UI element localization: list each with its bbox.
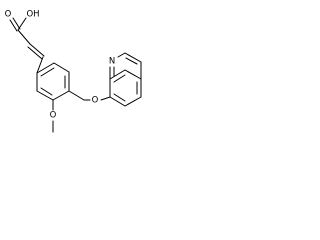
bond-ring-1: [36, 62, 55, 74]
atom-label-ether-oxygen: O: [92, 96, 99, 106]
quinoline-system: [109, 52, 142, 107]
bond-q-pyr-2: [117, 52, 126, 58]
benzene-ring: [36, 62, 70, 101]
bond-ring-4: [52, 90, 70, 101]
bond-carboxyl-c-oh: [17, 17, 27, 31]
bond-ring-2: [53, 62, 70, 73]
bond-q-pyr-3: [124, 52, 142, 63]
atom-label-methoxy-oxygen: O: [50, 111, 57, 121]
bond-carboxyl-to-alkene: [17, 29, 31, 45]
bond-alkene-b: [27, 46, 43, 60]
atom-label-carbonyl-oxygen: O: [5, 10, 12, 20]
atom-label-quinoline-nitrogen: N: [109, 57, 115, 67]
bond-q-benzo-3: [124, 69, 142, 80]
bond-q-benzo-6: [109, 96, 126, 107]
bond-q-benzo-2: [109, 69, 126, 80]
atom-label-hydroxyl: OH: [26, 10, 39, 20]
bond-carbonyl-double-a: [9, 19, 18, 32]
bond-o-to-quinoline: [100, 96, 111, 101]
bond-q-benzo-inner-c: [113, 93, 126, 102]
bond-q-benzo-inner-a: [113, 74, 126, 83]
bond-ring-to-ch2: [68, 90, 85, 101]
bond-carbonyl-double-b: [12, 17, 21, 30]
bond-alkene-a: [29, 43, 45, 57]
bond-q-pyr-3-inner: [125, 57, 138, 65]
bond-ring-inner-c: [40, 87, 53, 96]
bond-ring-5: [36, 90, 54, 101]
chemical-structure-diagram: O OH O O N: [5, 10, 142, 133]
methylene-ether-linker: [68, 90, 111, 101]
bond-ring-inner-a: [40, 67, 55, 77]
acrylic-acid-fragment: [9, 17, 45, 74]
bond-alkene-to-ring: [36, 56, 44, 74]
bond-q-benzo-5: [124, 96, 142, 107]
